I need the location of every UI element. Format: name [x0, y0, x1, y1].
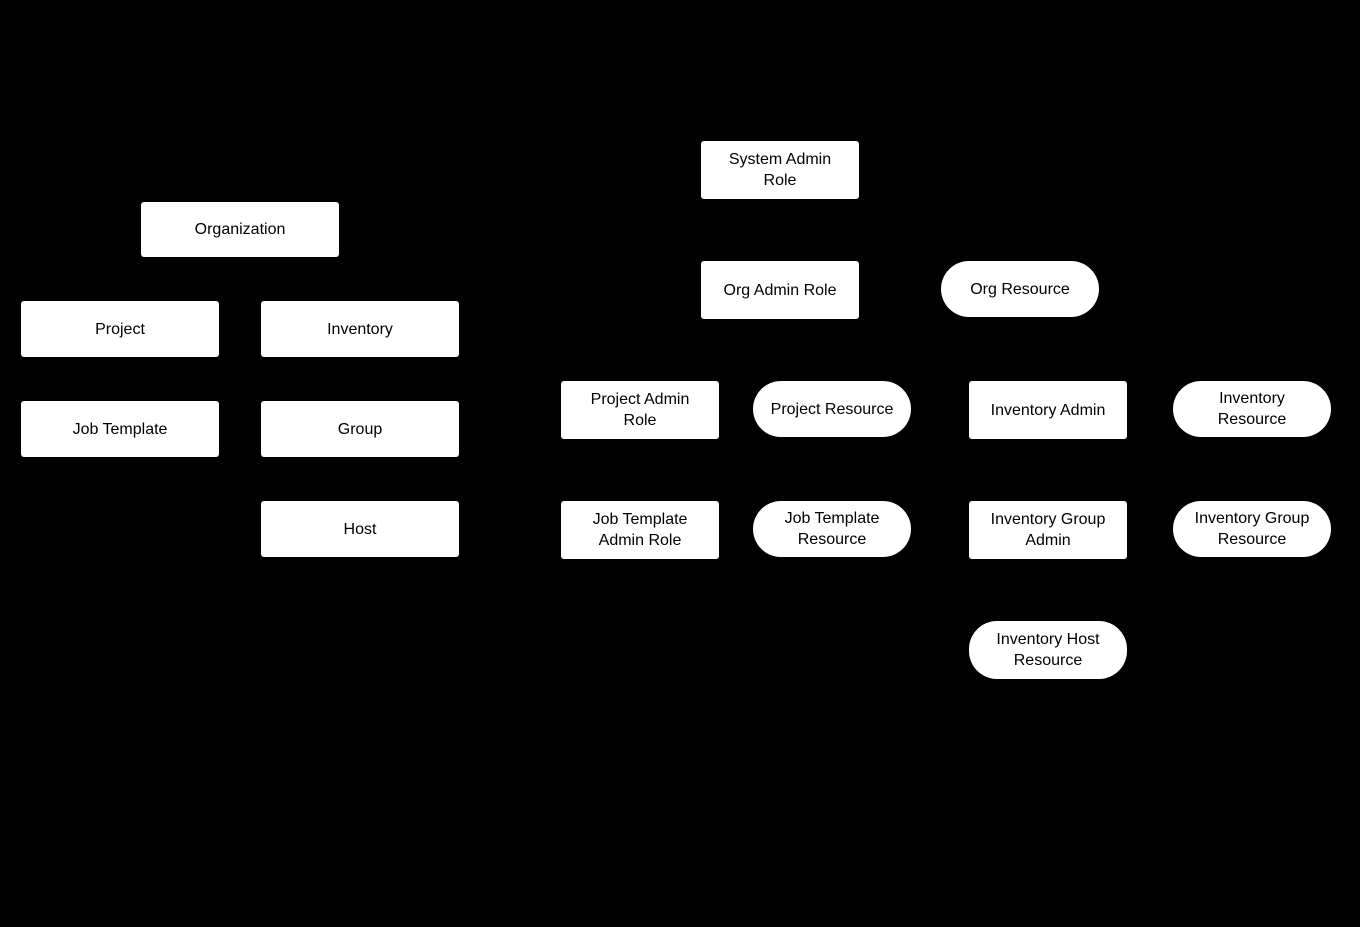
- node-inventory-label: Inventory: [327, 320, 393, 338]
- node-system-admin-role-label: System Admin Role: [728, 151, 832, 189]
- node-project-admin-role-label: Project Admin Role: [590, 391, 690, 429]
- node-job-template-admin-role-label: Job Template Admin Role: [592, 511, 688, 549]
- node-org-admin-role: Org Admin Role: [701, 261, 859, 319]
- node-inventory-group-resource-label: Inventory Group Resource: [1194, 510, 1310, 548]
- node-organization: Organization: [141, 202, 339, 257]
- node-inventory-resource-label: Inventory Resource: [1217, 390, 1287, 428]
- node-org-resource-label: Org Resource: [970, 280, 1070, 298]
- node-system-admin-role: System Admin Role: [701, 141, 859, 199]
- node-job-template-label: Job Template: [72, 420, 168, 438]
- node-project-label: Project: [95, 320, 145, 338]
- node-inventory-group-admin: Inventory Group Admin: [969, 501, 1127, 559]
- node-inventory-group-resource: Inventory Group Resource: [1173, 501, 1331, 557]
- node-org-admin-role-label: Org Admin Role: [723, 281, 837, 299]
- node-inventory-admin-label: Inventory Admin: [990, 401, 1106, 419]
- node-host-label: Host: [343, 520, 377, 538]
- node-project: Project: [21, 301, 219, 357]
- node-inventory-host-resource-label: Inventory Host Resource: [996, 631, 1100, 669]
- node-host: Host: [261, 501, 459, 557]
- node-project-resource: Project Resource: [753, 381, 911, 437]
- node-inventory-admin: Inventory Admin: [969, 381, 1127, 439]
- node-inventory-resource: Inventory Resource: [1173, 381, 1331, 437]
- node-job-template: Job Template: [21, 401, 219, 457]
- node-organization-label: Organization: [194, 221, 286, 238]
- node-inventory-group-admin-label: Inventory Group Admin: [990, 511, 1106, 549]
- node-project-resource-label: Project Resource: [770, 400, 894, 418]
- node-inventory-host-resource: Inventory Host Resource: [969, 621, 1127, 679]
- node-inventory: Inventory: [261, 301, 459, 357]
- node-group: Group: [261, 401, 459, 457]
- node-job-template-resource-label: Job Template Resource: [784, 510, 880, 548]
- node-project-admin-role: Project Admin Role: [561, 381, 719, 439]
- node-job-template-resource: Job Template Resource: [753, 501, 911, 557]
- node-group-label: Group: [337, 420, 383, 438]
- node-org-resource: Org Resource: [941, 261, 1099, 317]
- node-job-template-admin-role: Job Template Admin Role: [561, 501, 719, 559]
